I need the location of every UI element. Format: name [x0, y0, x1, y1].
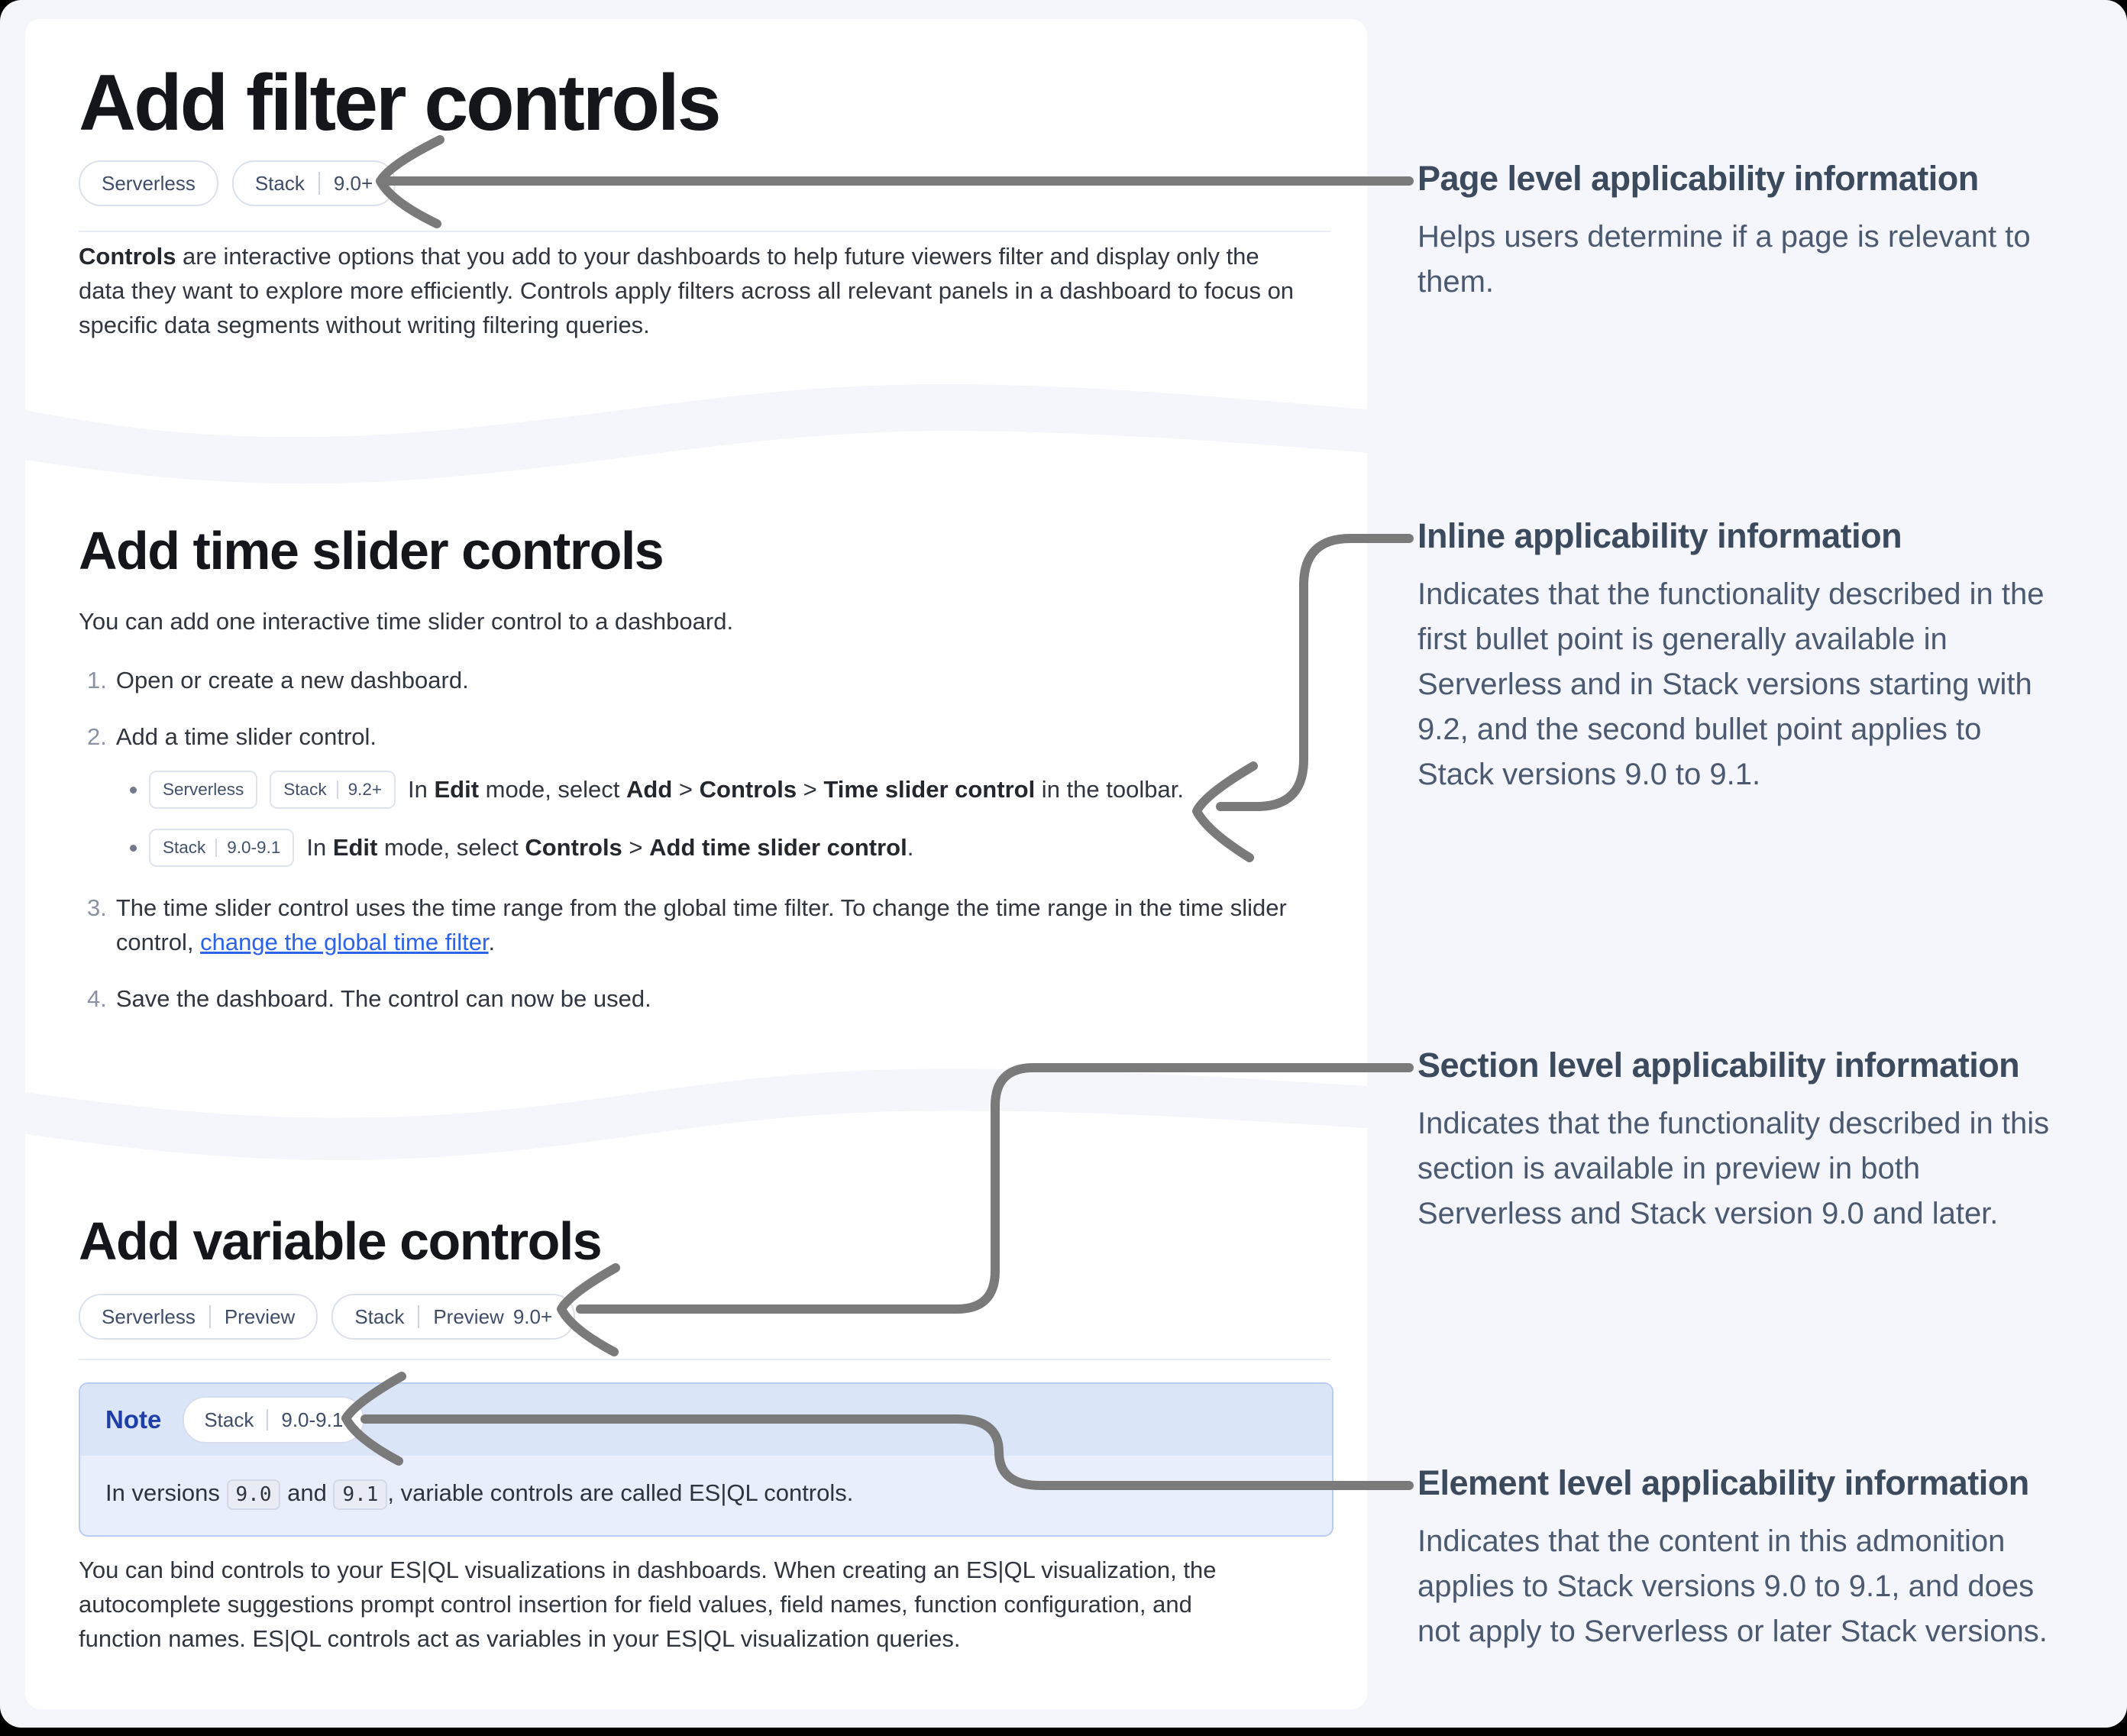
- annotation-page-level: Page level applicability information Hel…: [1417, 157, 2063, 305]
- inline-badge-stack-version: 9.2+: [347, 780, 382, 799]
- badge-stack-preview: Stack Preview 9.0+: [331, 1294, 576, 1340]
- step-2: 2. Add a time slider control.: [87, 719, 1324, 754]
- annotation-title: Section level applicability information: [1417, 1046, 2020, 1085]
- badge-serverless-preview: Serverless Preview: [79, 1294, 318, 1340]
- badge-stack-label: Stack: [254, 171, 305, 195]
- bullet-text: In Edit mode, select Controls > Add time…: [306, 834, 914, 861]
- intro-bold: Controls: [79, 243, 176, 270]
- bullet-text: In Edit mode, select Add > Controls > Ti…: [408, 776, 1184, 803]
- step-3: 3. The time slider control uses the time…: [87, 891, 1301, 959]
- section-divider: [79, 231, 1330, 232]
- page-title: Add filter controls: [79, 59, 722, 147]
- step-number: 4.: [87, 985, 107, 1012]
- intro-paragraph: Controls are interactive options that yo…: [79, 239, 1304, 342]
- step-text: Open or create a new dashboard.: [115, 667, 469, 693]
- inline-badge-stack-version: 9.0-9.1: [227, 838, 281, 857]
- badge-stack-label: Stack: [354, 1304, 405, 1328]
- note-header: Note Stack 9.0-9.1: [80, 1384, 1332, 1456]
- page-badges: Serverless Stack 9.0+: [79, 160, 396, 206]
- section-divider: [79, 1359, 1330, 1360]
- badge-divider: [418, 1305, 420, 1328]
- annotation-body: Helps users determine if a page is relev…: [1417, 220, 2031, 299]
- code-version-91: 9.1: [333, 1479, 388, 1510]
- badge-stack: Stack 9.0+: [231, 160, 396, 206]
- step-1: 1. Open or create a new dashboard.: [87, 663, 1324, 697]
- step-number: 2.: [87, 723, 107, 750]
- section-title-variable: Add variable controls: [79, 1211, 603, 1271]
- doc-content: Add filter controls Serverless Stack 9.0…: [25, 19, 1367, 1709]
- annotation-section-level: Section level applicability information …: [1417, 1043, 2063, 1237]
- annotation-title: Element level applicability information: [1417, 1463, 2029, 1502]
- step-text: The time slider control uses the time ra…: [115, 894, 1287, 955]
- badge-stack-version: 9.0+: [512, 1304, 553, 1328]
- badge-divider: [336, 781, 338, 799]
- badge-stack-version: 9.0+: [333, 171, 373, 195]
- inline-badge-stack-92: Stack 9.2+: [270, 771, 396, 809]
- badge-divider: [318, 172, 320, 195]
- badge-divider: [215, 839, 218, 857]
- annotation-title: Page level applicability information: [1417, 159, 1979, 198]
- annotation-element-level: Element level applicability information …: [1417, 1461, 2063, 1654]
- badge-divider: [208, 1305, 211, 1328]
- note-admonition: Note Stack 9.0-9.1 In versions 9.0 and 9…: [79, 1382, 1333, 1537]
- badge-serverless-label: Serverless: [102, 1304, 196, 1328]
- intro-rest: are interactive options that you add to …: [79, 243, 1295, 338]
- note-label: Note: [105, 1405, 162, 1434]
- inline-badge-stack-label: Stack: [283, 780, 327, 799]
- badge-serverless-label: Serverless: [102, 171, 196, 195]
- annotation-body: Indicates that the functionality describ…: [1417, 577, 2045, 791]
- bullet-serverless-stack-92: Serverless Stack 9.2+ In Edit mode, sele…: [130, 771, 1184, 809]
- inline-badge-stack-label: Stack: [163, 838, 206, 857]
- variable-section-badges: Serverless Preview Stack Preview 9.0+: [79, 1294, 576, 1340]
- badge-serverless: Serverless: [79, 160, 218, 206]
- global-time-filter-link[interactable]: change the global time filter: [200, 929, 489, 955]
- step-number: 3.: [87, 894, 107, 921]
- note-badge-stack-label: Stack: [204, 1408, 254, 1431]
- bullet-dot: [130, 786, 137, 794]
- section-title-time-slider: Add time slider controls: [79, 521, 664, 580]
- note-badge-stack: Stack 9.0-9.1: [183, 1396, 365, 1443]
- note-badge-version: 9.0-9.1: [281, 1408, 344, 1431]
- note-body: In versions 9.0 and 9.1, variable contro…: [80, 1456, 1332, 1535]
- variable-section-paragraph: You can bind controls to your ES|QL visu…: [79, 1557, 1217, 1652]
- bullet-dot: [130, 844, 137, 852]
- annotation-body: Indicates that the content in this admon…: [1417, 1524, 2048, 1648]
- badge-preview-label: Preview: [433, 1304, 504, 1328]
- inline-badge-serverless: Serverless: [149, 771, 258, 809]
- bullet-stack-90-91: Stack 9.0-9.1 In Edit mode, select Contr…: [130, 829, 913, 867]
- step-number: 1.: [87, 667, 107, 693]
- inline-badge-serverless-label: Serverless: [163, 780, 244, 799]
- inline-badge-stack-9091: Stack 9.0-9.1: [149, 829, 295, 867]
- step-text: Add a time slider control.: [115, 723, 377, 750]
- badge-divider: [267, 1409, 269, 1431]
- time-slider-intro: You can add one interactive time slider …: [79, 608, 734, 635]
- annotation-body: Indicates that the functionality describ…: [1417, 1107, 2050, 1230]
- annotation-inline-level: Inline applicability information Indicat…: [1417, 514, 2063, 797]
- step-text: Save the dashboard. The control can now …: [115, 985, 651, 1012]
- badge-preview-label: Preview: [224, 1304, 296, 1328]
- code-version-90: 9.0: [226, 1479, 281, 1510]
- step-4: 4. Save the dashboard. The control can n…: [87, 981, 1324, 1016]
- annotation-title: Inline applicability information: [1417, 516, 1902, 555]
